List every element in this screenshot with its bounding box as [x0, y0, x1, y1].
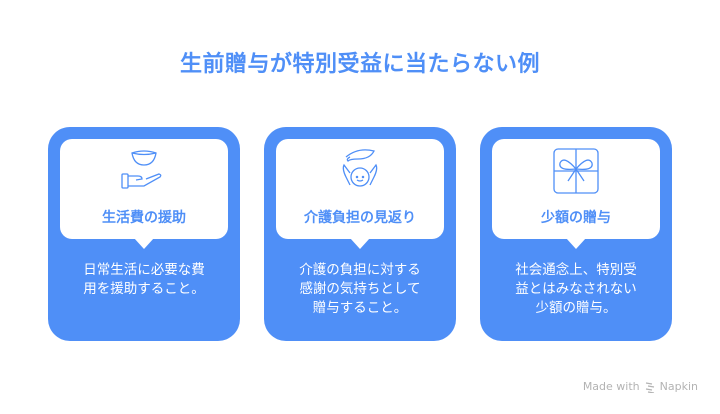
panel-pointer — [134, 238, 154, 249]
napkin-brand: Napkin — [659, 380, 698, 393]
napkin-logo-icon — [645, 381, 654, 393]
card-care-reward: 介護負担の見返り 介護の負担に対する 感謝の気持ちとして 贈与すること。 — [264, 127, 456, 341]
card-label: 介護負担の見返り — [304, 210, 416, 226]
card-header-panel: 生活費の援助 — [60, 139, 228, 249]
card-label: 生活費の援助 — [102, 210, 186, 226]
card-small-gift: 少額の贈与 社会通念上、特別受 益とはみなされない 少額の贈与。 — [480, 127, 672, 341]
made-with-text: Made with — [582, 380, 640, 393]
hand-over-person-icon — [342, 149, 378, 187]
card-label: 少額の贈与 — [541, 210, 611, 226]
page-title: 生前贈与が特別受益に当たらない例 — [179, 52, 540, 77]
card-description: 社会通念上、特別受 益とはみなされない 少額の贈与。 — [515, 262, 637, 316]
panel-pointer — [350, 238, 370, 249]
card-header-panel: 介護負担の見返り — [276, 139, 444, 249]
made-with-napkin: Made with Napkin — [583, 380, 698, 393]
card-description: 介護の負担に対する 感謝の気持ちとして 贈与すること。 — [299, 262, 421, 316]
card-description: 日常生活に必要な費 用を援助すること。 — [83, 262, 205, 297]
hand-holding-bowl-icon — [121, 150, 162, 189]
panel-pointer — [566, 238, 586, 249]
card-living-expenses: 生活費の援助 日常生活に必要な費 用を援助すること。 — [48, 127, 240, 341]
gift-box-icon — [553, 148, 599, 194]
card-header-panel: 少額の贈与 — [492, 139, 660, 249]
